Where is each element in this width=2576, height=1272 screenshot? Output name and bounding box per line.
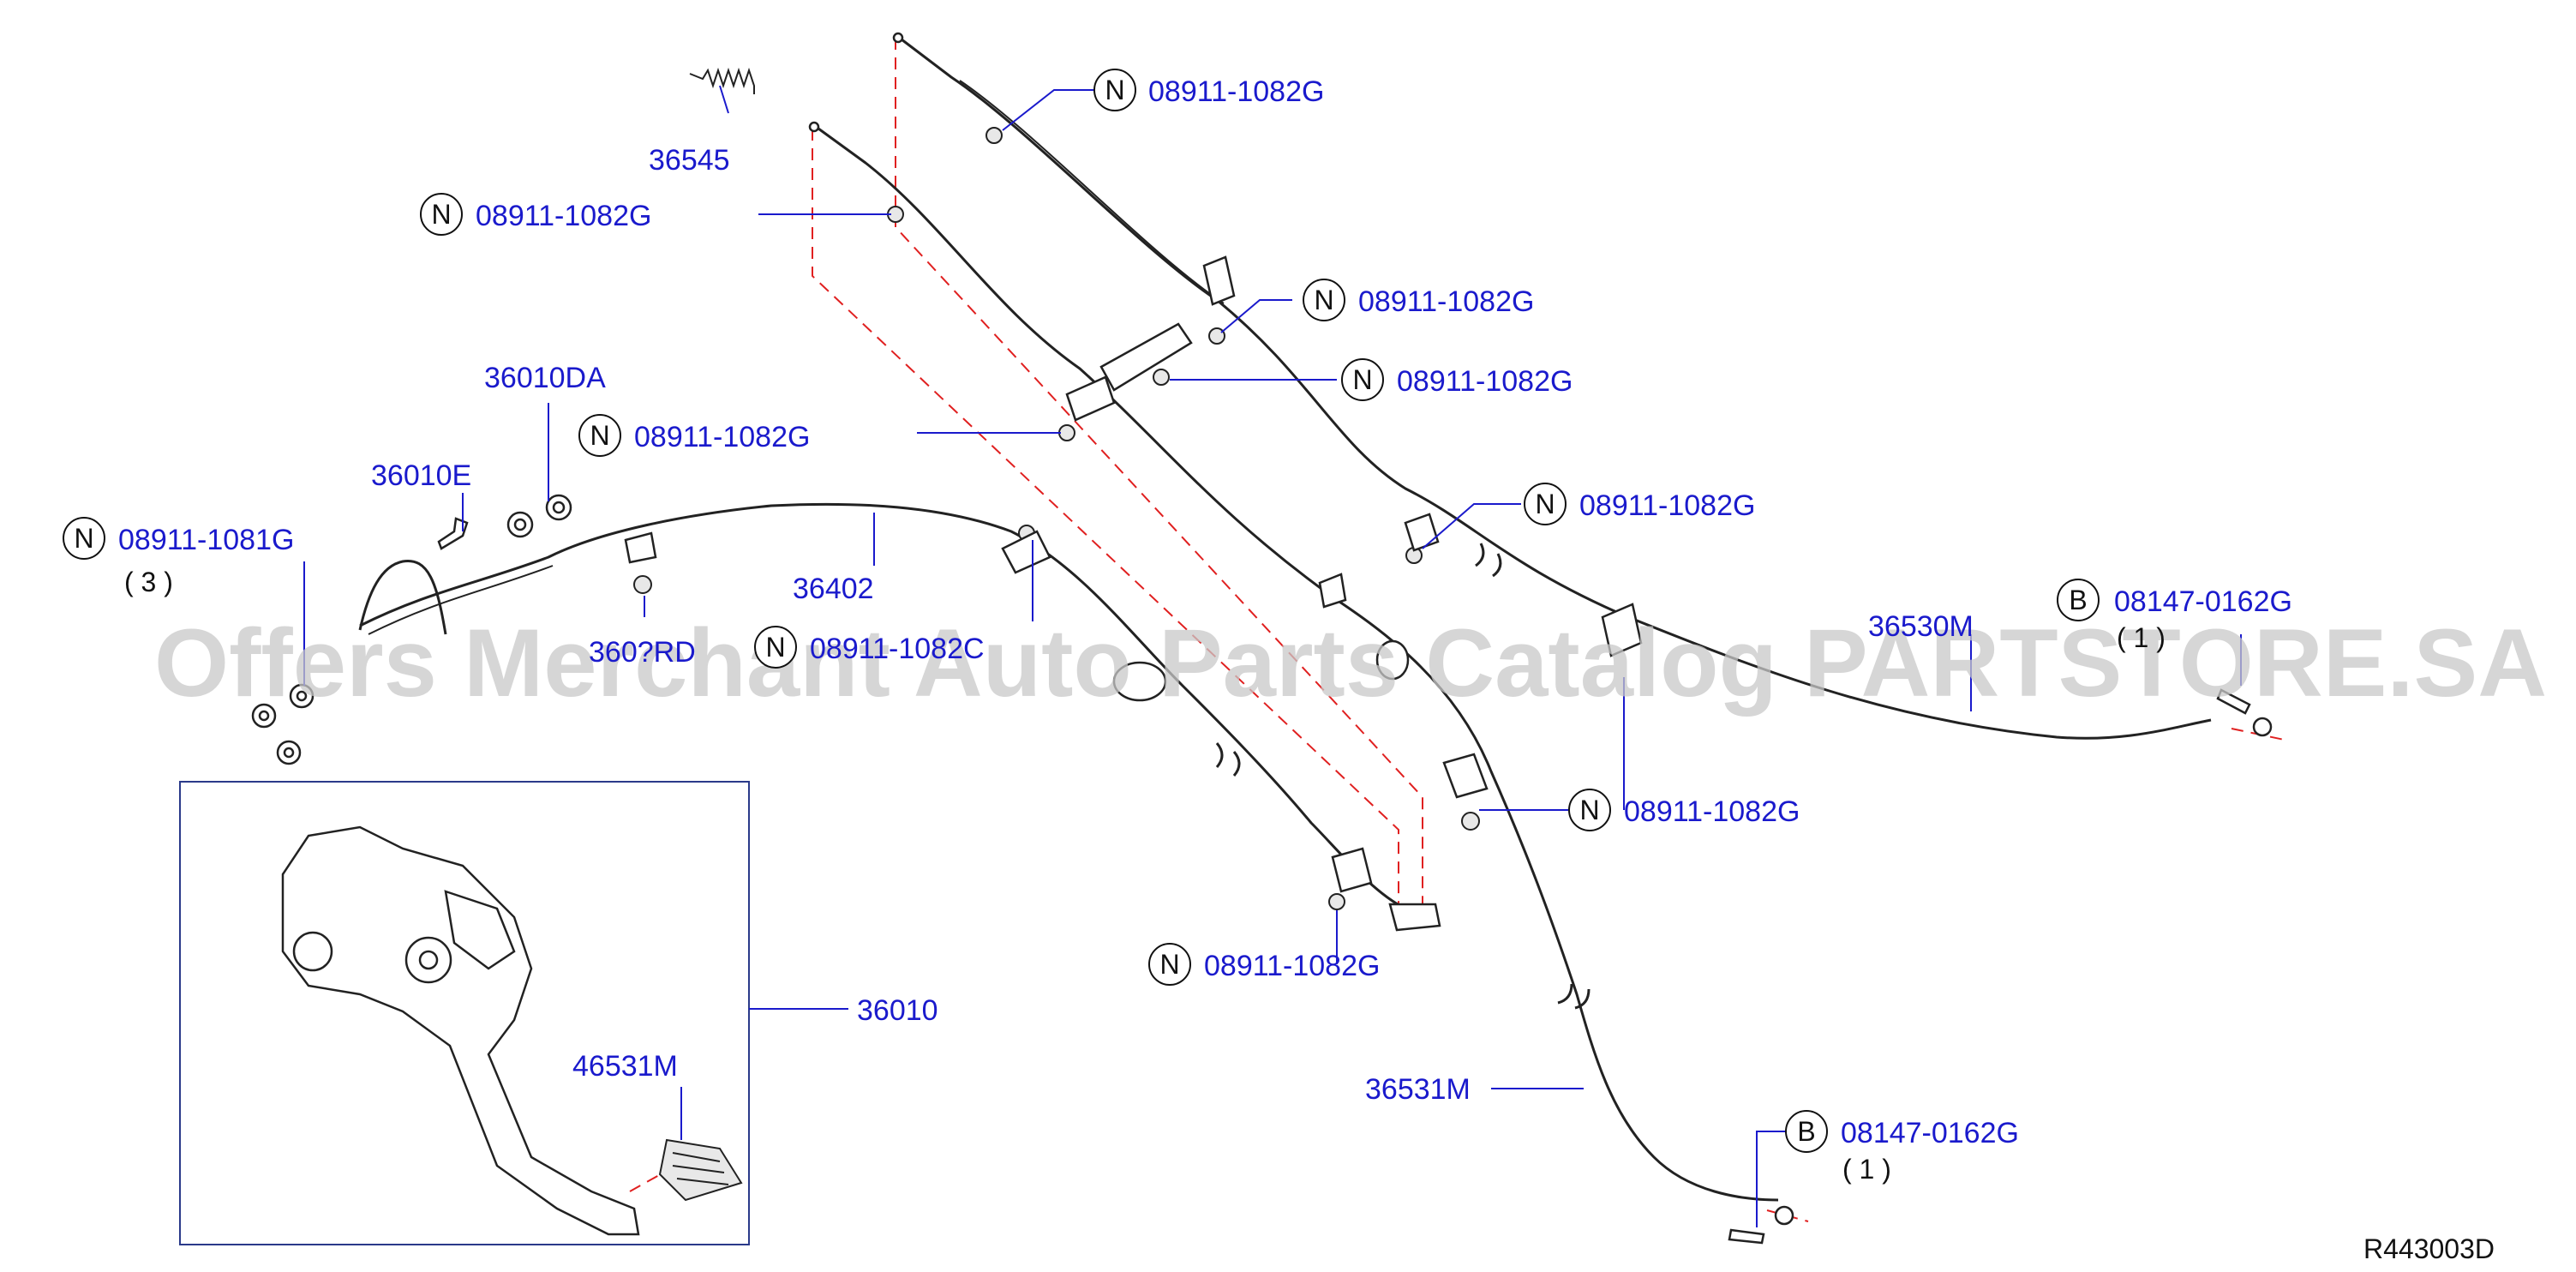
callout-code: 08911-1082G <box>476 200 651 232</box>
callout-b1: B 08147-0162G ( 1 ) <box>2057 579 2292 653</box>
callout-code: 08911-1082G <box>1204 950 1380 982</box>
svg-text:N: N <box>1535 489 1555 519</box>
label-36402: 36402 <box>793 573 874 605</box>
callout-code: 08911-1082C <box>810 633 985 665</box>
callout-qty: ( 1 ) <box>2117 622 2166 653</box>
svg-text:N: N <box>1159 949 1179 980</box>
callout-code: 08147-0162G <box>2114 585 2292 618</box>
circle-symbol-icon <box>1093 69 1136 111</box>
callout-n1: N 08911-1082G <box>1093 69 1324 111</box>
callout-code: 08911-1082G <box>1358 285 1534 318</box>
svg-text:N: N <box>1314 285 1333 315</box>
svg-text:B: B <box>1797 1116 1815 1147</box>
pedal-assembly-box <box>179 781 750 1245</box>
label-36010: 36010 <box>857 994 938 1027</box>
callout-n7: N 08911-1082G <box>1568 789 1800 831</box>
callout-code: 08147-0162G <box>1841 1117 2019 1149</box>
callout-n4: N 08911-1082G <box>1341 358 1573 401</box>
callout-code: 08911-1082G <box>1624 795 1800 828</box>
circle-symbol-icon <box>1524 483 1567 525</box>
svg-text:N: N <box>1105 75 1124 105</box>
callout-code: 08911-1082G <box>1579 489 1755 522</box>
watermark-text: Offers Merchant Auto Parts Catalog PARTS… <box>154 609 2547 717</box>
callout-n3: N 08911-1082G <box>1303 279 1534 321</box>
circle-symbol-icon <box>420 193 463 236</box>
circle-symbol-icon <box>1303 279 1345 321</box>
circle-symbol-icon <box>1568 789 1611 831</box>
hardware-parts <box>251 32 2273 1245</box>
circle-symbol-icon <box>63 517 105 560</box>
circle-symbol-icon <box>578 414 621 457</box>
part-labels: 36545 36010DA 36010E 36402 360?RD 36010 … <box>371 144 1974 1106</box>
callout-n6: N 08911-1082G <box>1524 483 1755 525</box>
circle-symbol-icon <box>754 626 797 669</box>
callout-n9: N 08911-1082C <box>754 626 985 669</box>
callout-b2: B 08147-0162G ( 1 ) <box>1785 1110 2019 1185</box>
label-36010RD: 360?RD <box>589 636 696 669</box>
label-36530M: 36530M <box>1868 610 1974 643</box>
callout-code: 08911-1081G <box>118 524 294 556</box>
callout-n5: N 08911-1082G <box>578 414 810 457</box>
svg-text:B: B <box>2069 585 2087 615</box>
label-36531M: 36531M <box>1365 1073 1471 1106</box>
callout-qty: ( 3 ) <box>124 567 173 597</box>
svg-text:N: N <box>1352 364 1372 395</box>
label-36010DA: 36010DA <box>484 362 606 394</box>
callout-code: 08911-1082G <box>1148 75 1324 108</box>
svg-text:N: N <box>431 199 451 230</box>
label-46531M: 46531M <box>572 1050 678 1083</box>
svg-text:N: N <box>765 632 785 663</box>
callout-qty: ( 1 ) <box>1842 1154 1891 1185</box>
callout-code: 08911-1082G <box>634 421 810 453</box>
svg-text:N: N <box>1579 795 1599 825</box>
svg-text:N: N <box>590 420 609 451</box>
svg-text:N: N <box>74 523 93 554</box>
circle-symbol-icon <box>2057 579 2100 621</box>
cable-break-marks <box>1215 543 1591 1010</box>
label-36545: 36545 <box>649 144 730 177</box>
cables <box>358 38 2212 1202</box>
callout-n2: N 08911-1082G <box>420 193 651 236</box>
callout-n8: N 08911-1082G <box>1148 943 1380 986</box>
callout-code: 08911-1082G <box>1397 365 1573 398</box>
diagram-reference-code: R443003D <box>2363 1233 2495 1264</box>
label-36010E: 36010E <box>371 459 471 492</box>
leader-lines <box>303 85 2242 1227</box>
circle-symbol-icon <box>1785 1110 1828 1153</box>
circle-symbol-icon <box>1341 358 1384 401</box>
callout-n10: N 08911-1081G ( 3 ) <box>63 517 294 597</box>
circle-symbol-icon <box>1148 943 1191 986</box>
